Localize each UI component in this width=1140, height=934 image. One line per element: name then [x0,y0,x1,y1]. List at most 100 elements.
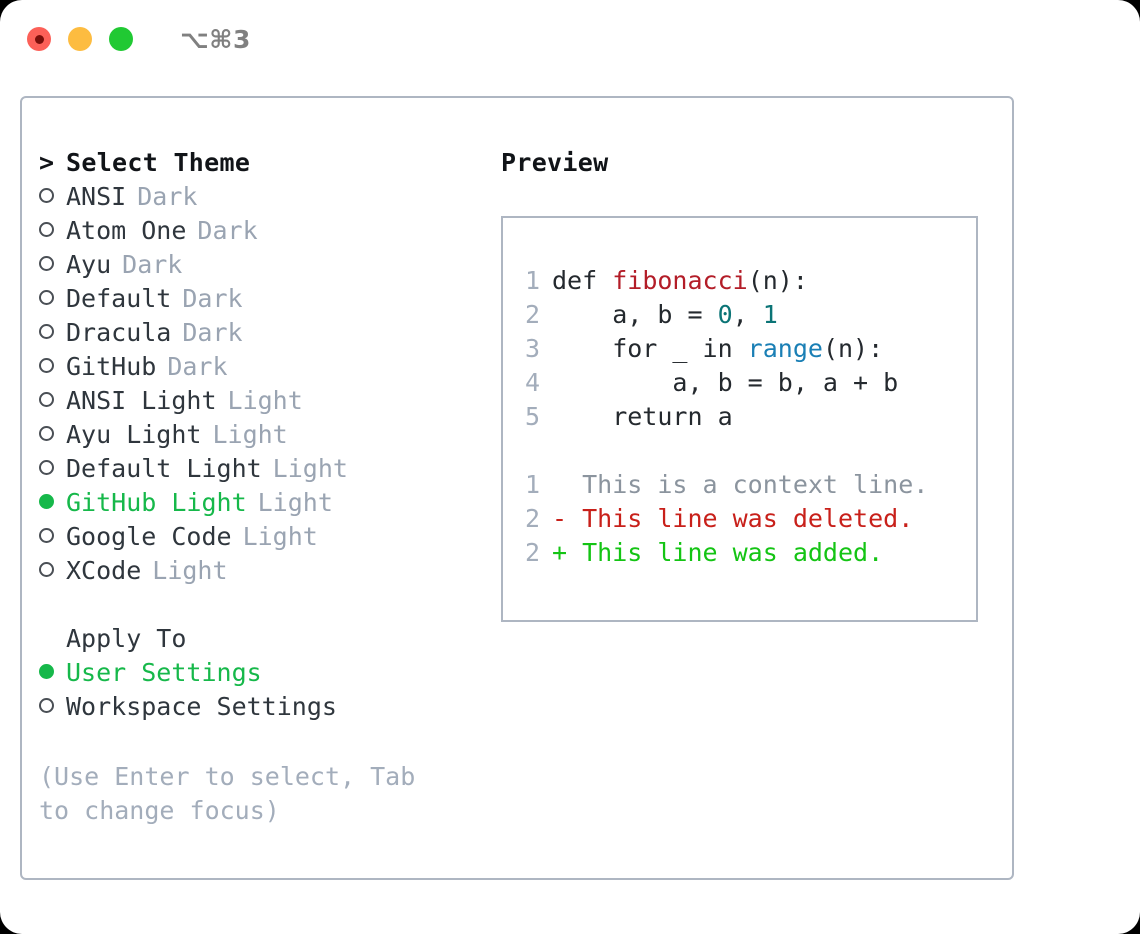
radio-selected-icon [39,486,66,520]
line-number: 3 [524,334,540,363]
radio-dot [39,528,54,543]
code-token: a, b = b, a + b [552,368,899,397]
code-token: a, b = [552,300,718,329]
code-line: 5 return a [516,400,968,434]
select-theme-header: > Select Theme [39,146,479,180]
diff-line: 2- This line was deleted. [516,502,968,536]
theme-label: Atom One [66,216,187,245]
apply-to-title: Apply To [66,624,187,653]
code-line-text: for _ in range(n): [552,332,883,366]
theme-label: Default Light [66,454,262,483]
radio-unselected-icon [39,248,66,282]
theme-label: ANSI Light [66,386,217,415]
code-token: range [747,334,823,363]
radio-unselected-icon [39,350,66,384]
preview-title: Preview [501,148,609,177]
diff-line: 2+ This line was added. [516,536,968,570]
theme-label: Ayu [66,250,112,279]
radio-dot [39,460,54,475]
code-line-text: def fibonacci(n): [552,264,808,298]
diff-line-text: This line was added. [567,538,884,567]
theme-variant: Dark [182,284,243,313]
select-theme-title: Select Theme [66,148,251,177]
theme-label: XCode [66,556,142,585]
theme-label: GitHub [66,352,157,381]
caret-icon: > [39,148,55,177]
theme-label: Ayu Light [66,420,202,449]
line-number: 1 [524,266,540,295]
maximize-window-button[interactable] [109,27,133,51]
code-token: for _ in [552,334,748,363]
code-token: def [552,266,613,295]
code-token: (n): [822,334,884,363]
code-token: (n): [747,266,808,295]
code-line: 4 a, b = b, a + b [516,366,968,400]
code-line: 3 for _ in range(n): [516,332,968,366]
diff-block: 1 This is a context line.2- This line wa… [516,468,968,570]
radio-dot [39,664,54,679]
line-number: 2 [524,504,540,533]
theme-item[interactable]: Atom One Dark [39,214,479,248]
apply-to-header: Apply To [39,622,479,656]
radio-dot [39,324,54,339]
theme-label: GitHub Light [66,488,247,517]
code-token: return a [552,402,733,431]
theme-variant: Light [257,488,333,517]
close-window-button[interactable] [27,27,51,51]
theme-variant: Dark [122,250,183,279]
theme-item[interactable]: GitHub Light Light [39,486,479,520]
theme-variant: Dark [182,318,243,347]
diff-sign: - [552,504,568,533]
apply-to-item[interactable]: User Settings [39,656,479,690]
theme-variant: Dark [197,216,258,245]
theme-label: Google Code [66,522,232,551]
line-number: 5 [524,402,540,431]
radio-unselected-icon [39,520,66,554]
radio-dot [39,256,54,271]
theme-item[interactable]: GitHub Dark [39,350,479,384]
line-number: 2 [524,538,540,567]
radio-selected-icon [39,656,66,690]
radio-unselected-icon [39,554,66,588]
theme-item[interactable]: Google Code Light [39,520,479,554]
radio-dot [39,494,54,509]
theme-variant: Dark [167,352,228,381]
code-line-text: a, b = b, a + b [552,366,898,400]
theme-item[interactable]: Ayu Dark [39,248,479,282]
diff-line: 1 This is a context line. [516,468,968,502]
theme-variant: Light [242,522,318,551]
radio-dot [39,392,54,407]
code-line-text: return a [552,400,733,434]
radio-unselected-icon [39,316,66,350]
code-token: fibonacci [612,266,748,295]
radio-unselected-icon [39,214,66,248]
code-token: , [732,300,763,329]
apply-to-item[interactable]: Workspace Settings [39,690,479,724]
diff-line-text: This is a context line. [567,470,929,499]
theme-label: ANSI [66,182,127,211]
radio-unselected-icon [39,282,66,316]
radio-unselected-icon [39,384,66,418]
radio-dot [39,222,54,237]
minimize-window-button[interactable] [68,27,92,51]
line-number: 2 [524,300,540,329]
code-token: 1 [762,300,778,329]
help-text: (Use Enter to select, Tab to change focu… [39,762,416,825]
title-bar: ⌥⌘3 [0,0,1140,78]
code-line: 2 a, b = 0, 1 [516,298,968,332]
